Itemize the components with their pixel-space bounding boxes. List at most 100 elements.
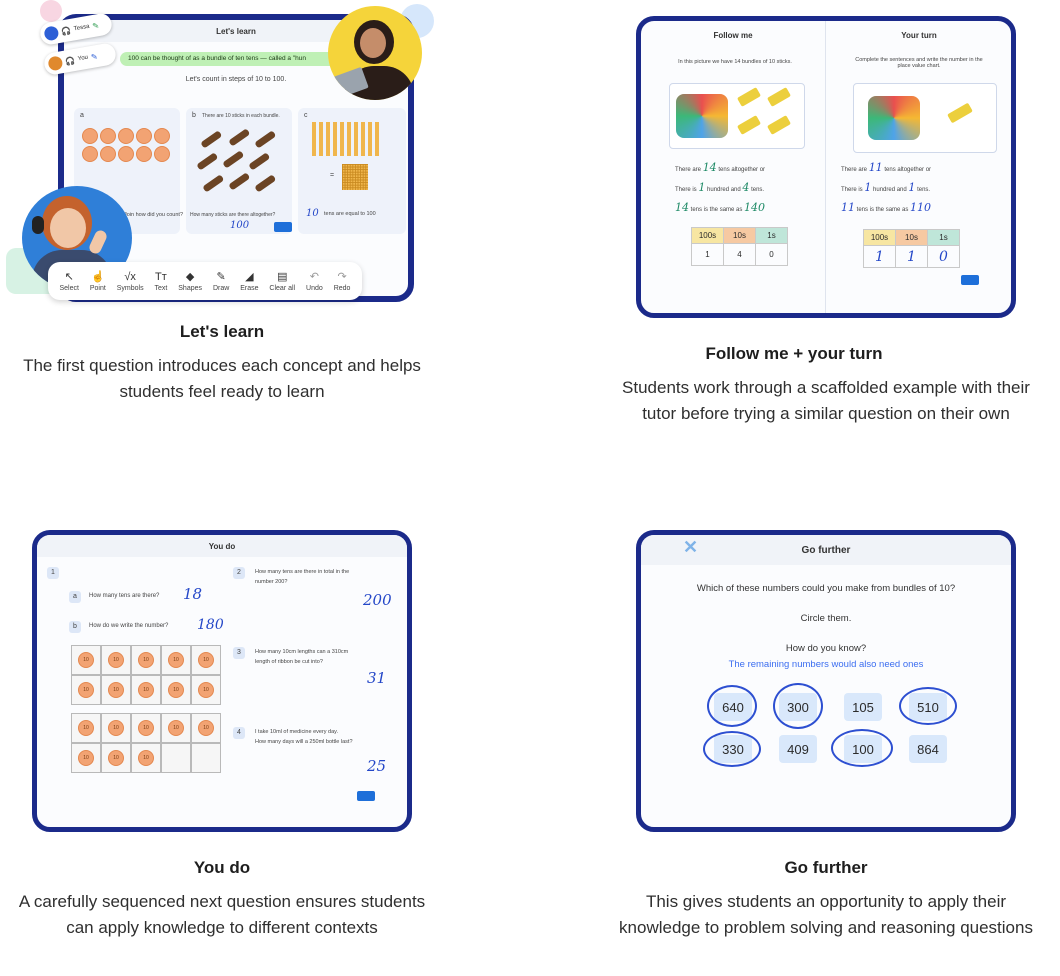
answer-handwritten: 1 xyxy=(698,181,706,194)
your-turn-sentence-2: There is 1 hundred and 1 tens. xyxy=(841,181,931,194)
concept-banner: 100 can be thought of as a bundle of ten… xyxy=(120,52,360,66)
panel-c-label: c xyxy=(304,112,308,119)
shapes-icon: ◆ xyxy=(185,271,195,283)
circle-annotation xyxy=(831,729,893,767)
question-4-text: I take 10ml of medicine every day. xyxy=(255,729,339,735)
circle-annotation xyxy=(707,685,757,727)
square-root-icon: √x xyxy=(124,270,136,283)
ten-frame-grid: 10 10 10 10 10 10 10 10 10 10 xyxy=(71,645,221,705)
panel-c-text: tens are equal to 100 xyxy=(324,211,376,217)
pencil-icon: ✎ xyxy=(90,51,99,62)
answer-handwritten: 1 xyxy=(908,181,916,194)
follow-me-title: Follow me xyxy=(713,31,753,40)
card-title: Go further xyxy=(784,858,868,877)
answer-handwritten: 11 xyxy=(841,201,855,214)
screen-header: You do xyxy=(37,535,407,557)
part-label: b xyxy=(69,621,81,633)
screen-header: Let's learn xyxy=(64,20,408,42)
question-2-text: How many tens are there in total in the xyxy=(255,569,350,575)
tool-erase[interactable]: ◢Erase xyxy=(240,271,259,292)
answer-handwritten: 1 xyxy=(864,181,872,194)
send-button[interactable] xyxy=(961,275,979,285)
panel-divider xyxy=(825,21,826,313)
place-value-chart: 100s 10s 1s 1 1 0 xyxy=(863,229,960,268)
pointer-hand-icon: ☝ xyxy=(90,271,105,283)
question-number: 1 xyxy=(47,567,59,579)
close-icon: ✕ xyxy=(683,537,699,557)
equals-sign: = xyxy=(330,172,335,179)
send-button[interactable] xyxy=(357,791,375,801)
card-follow-me: Follow me In this picture we have 14 bun… xyxy=(530,0,1060,470)
panel-b-label: b xyxy=(192,112,196,119)
part-label: a xyxy=(69,591,81,603)
answer-handwritten: 11 xyxy=(868,161,883,174)
card-description: This gives students an opportunity to ap… xyxy=(619,892,1033,937)
avatar xyxy=(47,55,64,72)
card-lets-learn: Let's learn 100 can be thought of as a b… xyxy=(0,0,530,420)
avatar xyxy=(43,25,60,42)
card-description: A carefully sequenced next question ensu… xyxy=(18,892,426,937)
clear-icon: ▤ xyxy=(277,271,288,283)
follow-me-panel: Follow me In this picture we have 14 bun… xyxy=(641,21,825,313)
screen-title: Let's learn xyxy=(216,26,256,36)
question-b-text: How do we write the number? xyxy=(89,623,169,629)
tutor-avatar xyxy=(328,6,422,100)
follow-me-intro: In this picture we have 14 bundles of 10… xyxy=(678,59,792,65)
pencil-icon: ✎ xyxy=(91,20,100,31)
panel-a-question: Join how did you count? xyxy=(124,212,184,218)
number-option[interactable]: 105 xyxy=(844,693,882,721)
undo-icon: ↶ xyxy=(309,271,319,283)
screen-title: Go further xyxy=(801,544,851,556)
panel-b-answer: 100 xyxy=(230,220,250,231)
cursor-icon: ↖ xyxy=(64,271,74,283)
tool-redo[interactable]: ↷Redo xyxy=(333,271,351,292)
user-name: Tessa xyxy=(73,23,90,33)
answer-handwritten: 4 xyxy=(742,181,750,194)
question-4-text: How many days will a 250ml bottle last? xyxy=(255,739,353,745)
card-title: You do xyxy=(193,858,251,877)
tool-clear-all[interactable]: ▤Clear all xyxy=(269,271,296,292)
question-number: 4 xyxy=(233,727,245,739)
tool-undo[interactable]: ↶Undo xyxy=(306,271,323,292)
user-name: You xyxy=(77,54,89,63)
tool-shapes[interactable]: ◆Shapes xyxy=(178,271,203,292)
card-go-further: Go further ✕ Which of these numbers coul… xyxy=(530,500,1060,976)
tablet-you-do: You do 1 a How many tens are there? 18 b… xyxy=(32,530,412,832)
panel-b: b There are 10 sticks in each bundle. Ho… xyxy=(186,108,292,234)
eraser-icon: ◢ xyxy=(245,271,254,283)
tool-select[interactable]: ↖Select xyxy=(59,271,79,292)
prompt-text: How do you know? xyxy=(785,643,867,654)
follow-me-sentence-1: There are 14 tens altogether or xyxy=(675,161,766,174)
place-value-chart: 100s 10s 1s 1 4 0 xyxy=(691,227,788,266)
number-option[interactable]: 864 xyxy=(909,735,947,763)
panel-b-text: There are 10 sticks in each bundle. xyxy=(202,113,280,119)
number-option[interactable]: 409 xyxy=(779,735,817,763)
circle-annotation xyxy=(703,731,761,767)
text-icon: Tт xyxy=(155,270,167,283)
answer-handwritten: 18 xyxy=(183,585,203,603)
banner-text: 100 can be thought of as a bundle of ten… xyxy=(128,55,306,62)
screen-header: Go further xyxy=(641,535,1011,565)
hundred-square-image xyxy=(342,164,368,190)
tool-draw[interactable]: ✎Draw xyxy=(212,271,230,292)
circle-annotation xyxy=(773,683,823,729)
tool-point[interactable]: ☝Point xyxy=(89,271,106,292)
screen-subtitle: Let's count in steps of 10 to 100. xyxy=(185,76,287,83)
follow-me-sentence-2: There is 1 hundred and 4 tens. xyxy=(675,181,765,194)
question-number: 3 xyxy=(233,647,245,659)
answer-handwritten: 31 xyxy=(367,669,387,687)
headphones-icon: 🎧 xyxy=(64,55,76,67)
stick-bundles-image xyxy=(197,129,276,192)
answer-handwritten: 14 xyxy=(675,201,689,214)
ten-frame-grid: 10 10 10 10 10 10 10 10 xyxy=(71,713,221,773)
send-button[interactable] xyxy=(274,222,292,232)
decor-blob-pink xyxy=(40,0,62,22)
ten-frame-grid xyxy=(82,128,170,162)
your-turn-sentence-1: There are 11 tens altogether or xyxy=(841,161,932,174)
question-3-text: How many 10cm lengths can a 310cm xyxy=(255,649,349,655)
screen-title: You do xyxy=(208,541,236,551)
panel-c-answer: 10 xyxy=(306,208,319,219)
panel-a-label: a xyxy=(80,112,84,119)
